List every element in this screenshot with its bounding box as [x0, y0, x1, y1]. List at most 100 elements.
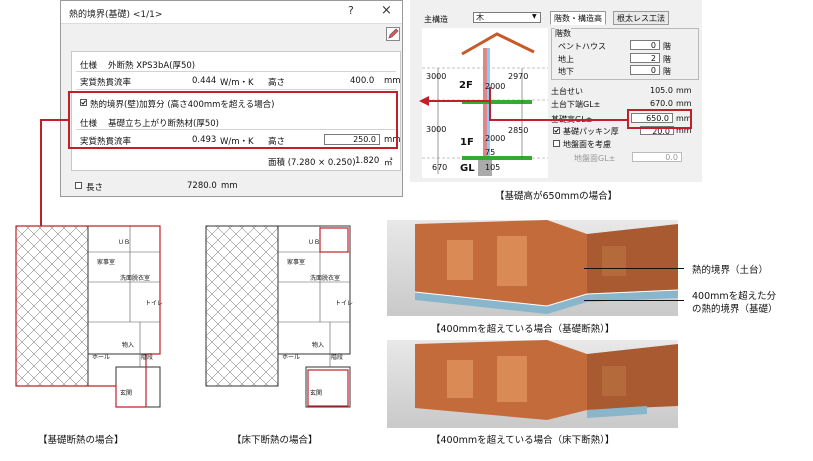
packing-unit: mm: [676, 126, 692, 135]
penthouse-label: ペントハウス: [558, 42, 606, 51]
render1-caption: 【400mmを超えている場合（基礎断熱）】: [431, 324, 615, 335]
area-label: 面積 (7.280 × 0.250): [268, 158, 356, 168]
plan1-ub: ＵＢ: [118, 239, 131, 246]
area-unit: ㎡: [384, 158, 393, 168]
above-unit: 階: [663, 55, 671, 64]
below-unit: 階: [663, 67, 671, 76]
height2-input[interactable]: 250.0: [324, 134, 380, 145]
plan1-toilet: トイレ: [145, 300, 164, 307]
plan2-genkan: 玄関: [310, 390, 323, 397]
flow2-unit: W/m・K: [220, 137, 254, 147]
flow1-label: 実質熱貫流率: [80, 78, 132, 88]
chevron-down-icon[interactable]: ▼: [532, 13, 537, 20]
addon-highlight: [68, 91, 398, 149]
ground-gl-input[interactable]: 0.0: [632, 152, 682, 162]
floor-plan-underfloor: [205, 225, 351, 408]
legend-line-1: [584, 268, 684, 269]
spec2-value[interactable]: 基礎立ち上がり断熱材(厚50): [108, 119, 219, 129]
plan1-nyuka: 物入: [122, 342, 135, 349]
struct-label: 主構造: [424, 15, 448, 24]
packing-input[interactable]: 20.0: [640, 126, 674, 136]
render2-caption: 【400mmを超えている場合（床下断熱）】: [431, 435, 615, 446]
kiso-unit: mm: [676, 114, 692, 123]
height1-unit: mm: [384, 76, 401, 86]
dim-670: 670: [432, 163, 448, 172]
connector-dialog: [428, 100, 490, 102]
floor-1f: 1F: [460, 137, 474, 148]
dim-105: 105: [485, 163, 501, 172]
height1-value: 400.0: [350, 76, 375, 86]
dodai-unit: mm: [676, 86, 692, 95]
ground-checkbox[interactable]: [553, 140, 560, 147]
kiso-input[interactable]: 650.0: [631, 113, 673, 123]
close-button[interactable]: ×: [381, 3, 392, 18]
ground-label[interactable]: 地盤面を考慮: [563, 140, 611, 149]
dialog-titlebar: 熱的境界(基礎) <1/1> ? ×: [61, 1, 402, 24]
plan1-senmen: 洗面脱衣室: [120, 275, 151, 282]
floor-2f: 2F: [459, 80, 473, 91]
packing-checkbox[interactable]: [553, 127, 560, 134]
addon-checkbox[interactable]: [80, 99, 87, 106]
dodai-bottom-unit: mm: [676, 99, 692, 108]
floors-group: [551, 28, 699, 80]
above-input[interactable]: 2: [630, 53, 660, 63]
spec1-value[interactable]: 外断熱 XPS3bA(厚50): [108, 61, 196, 71]
render-underfloor: [387, 340, 678, 428]
ground-gl-label: 地盤面GL±: [574, 154, 616, 163]
dialog-title: 熱的境界(基礎) <1/1>: [69, 10, 163, 20]
dim-3000-lower: 3000: [426, 125, 447, 134]
plan1-hall: ホール: [92, 354, 111, 361]
tab-floors[interactable]: 階数・構造高: [550, 11, 606, 25]
arrow-left-icon: [419, 96, 429, 106]
penthouse-unit: 階: [663, 42, 671, 51]
floor-gl: GL: [460, 163, 475, 174]
above-label: 地上: [558, 55, 574, 64]
dodai-label: 土台せい: [551, 87, 583, 96]
length-label[interactable]: 長さ: [86, 183, 104, 193]
legend-line-2: [584, 300, 684, 301]
plan1-caption: 【基礎断熱の場合】: [38, 435, 124, 446]
connector-plan: [40, 119, 70, 121]
addon-label[interactable]: 熱的境界(壁)加算分 (高さ400mmを超える場合): [90, 100, 275, 110]
length-checkbox[interactable]: [75, 182, 82, 189]
plan1-genkan: 玄関: [120, 390, 133, 397]
help-button[interactable]: ?: [348, 4, 354, 17]
spec1-label: 仕様: [80, 61, 98, 71]
tab-joistless[interactable]: 根太レス工法: [613, 11, 669, 25]
plan2-caption: 【床下断熱の場合】: [232, 435, 318, 446]
length-unit: mm: [221, 181, 238, 191]
packing-label[interactable]: 基礎パッキン厚: [563, 127, 619, 136]
dodai-bottom-label: 土台下端GL±: [551, 100, 601, 109]
thermal-boundary-dialog: 熱的境界(基礎) <1/1> ? × 仕様 外断熱 XPS3bA(厚50) 実質…: [60, 0, 403, 197]
dim-3000-upper: 3000: [426, 72, 447, 81]
height2-label: 高さ: [268, 137, 286, 147]
plan2-kaidan: 階段: [331, 354, 344, 361]
section-drawing: [422, 28, 548, 178]
penthouse-input[interactable]: 0: [630, 40, 660, 50]
dim-2000-upper: 2000: [485, 82, 506, 91]
legend-dodai: 熱的境界（土台）: [692, 265, 769, 276]
legend-kiso-a: 400mmを超えた分: [692, 291, 777, 302]
height2-unit: mm: [384, 135, 401, 145]
plan2-hall: ホール: [282, 354, 301, 361]
connector-plan-down: [40, 119, 42, 226]
plan1-kaidan: 階段: [141, 354, 154, 361]
plan1-kaji: 家事室: [97, 259, 116, 266]
floors-group-label: 階数: [555, 28, 571, 39]
struct-select[interactable]: 木: [473, 12, 541, 23]
building-settings-panel: 主構造 木 ▼ 階数・構造高 根太レス工法 3000 3000 670 2F 1…: [410, 0, 702, 182]
dodai-value: 105.0: [650, 86, 673, 95]
edit-pencil-icon[interactable]: [386, 27, 400, 41]
dim-2000-lower: 2000: [485, 134, 506, 143]
height1-label: 高さ: [268, 78, 286, 88]
settings-frame: 仕様 外断熱 XPS3bA(厚50) 実質熱貫流率 0.444 W/m・K 高さ…: [71, 51, 401, 171]
length-value: 7280.0: [187, 181, 217, 191]
area-value: 1.820: [355, 156, 380, 166]
connector-section: [489, 87, 491, 120]
flow1-value: 0.444: [192, 76, 217, 86]
panel-caption: 【基礎高が650mmの場合】: [495, 191, 618, 202]
below-input[interactable]: 0: [630, 65, 660, 75]
dim-2850: 2850: [508, 126, 529, 135]
plan2-toilet: トイレ: [335, 300, 354, 307]
flow1-unit: W/m・K: [220, 78, 254, 88]
